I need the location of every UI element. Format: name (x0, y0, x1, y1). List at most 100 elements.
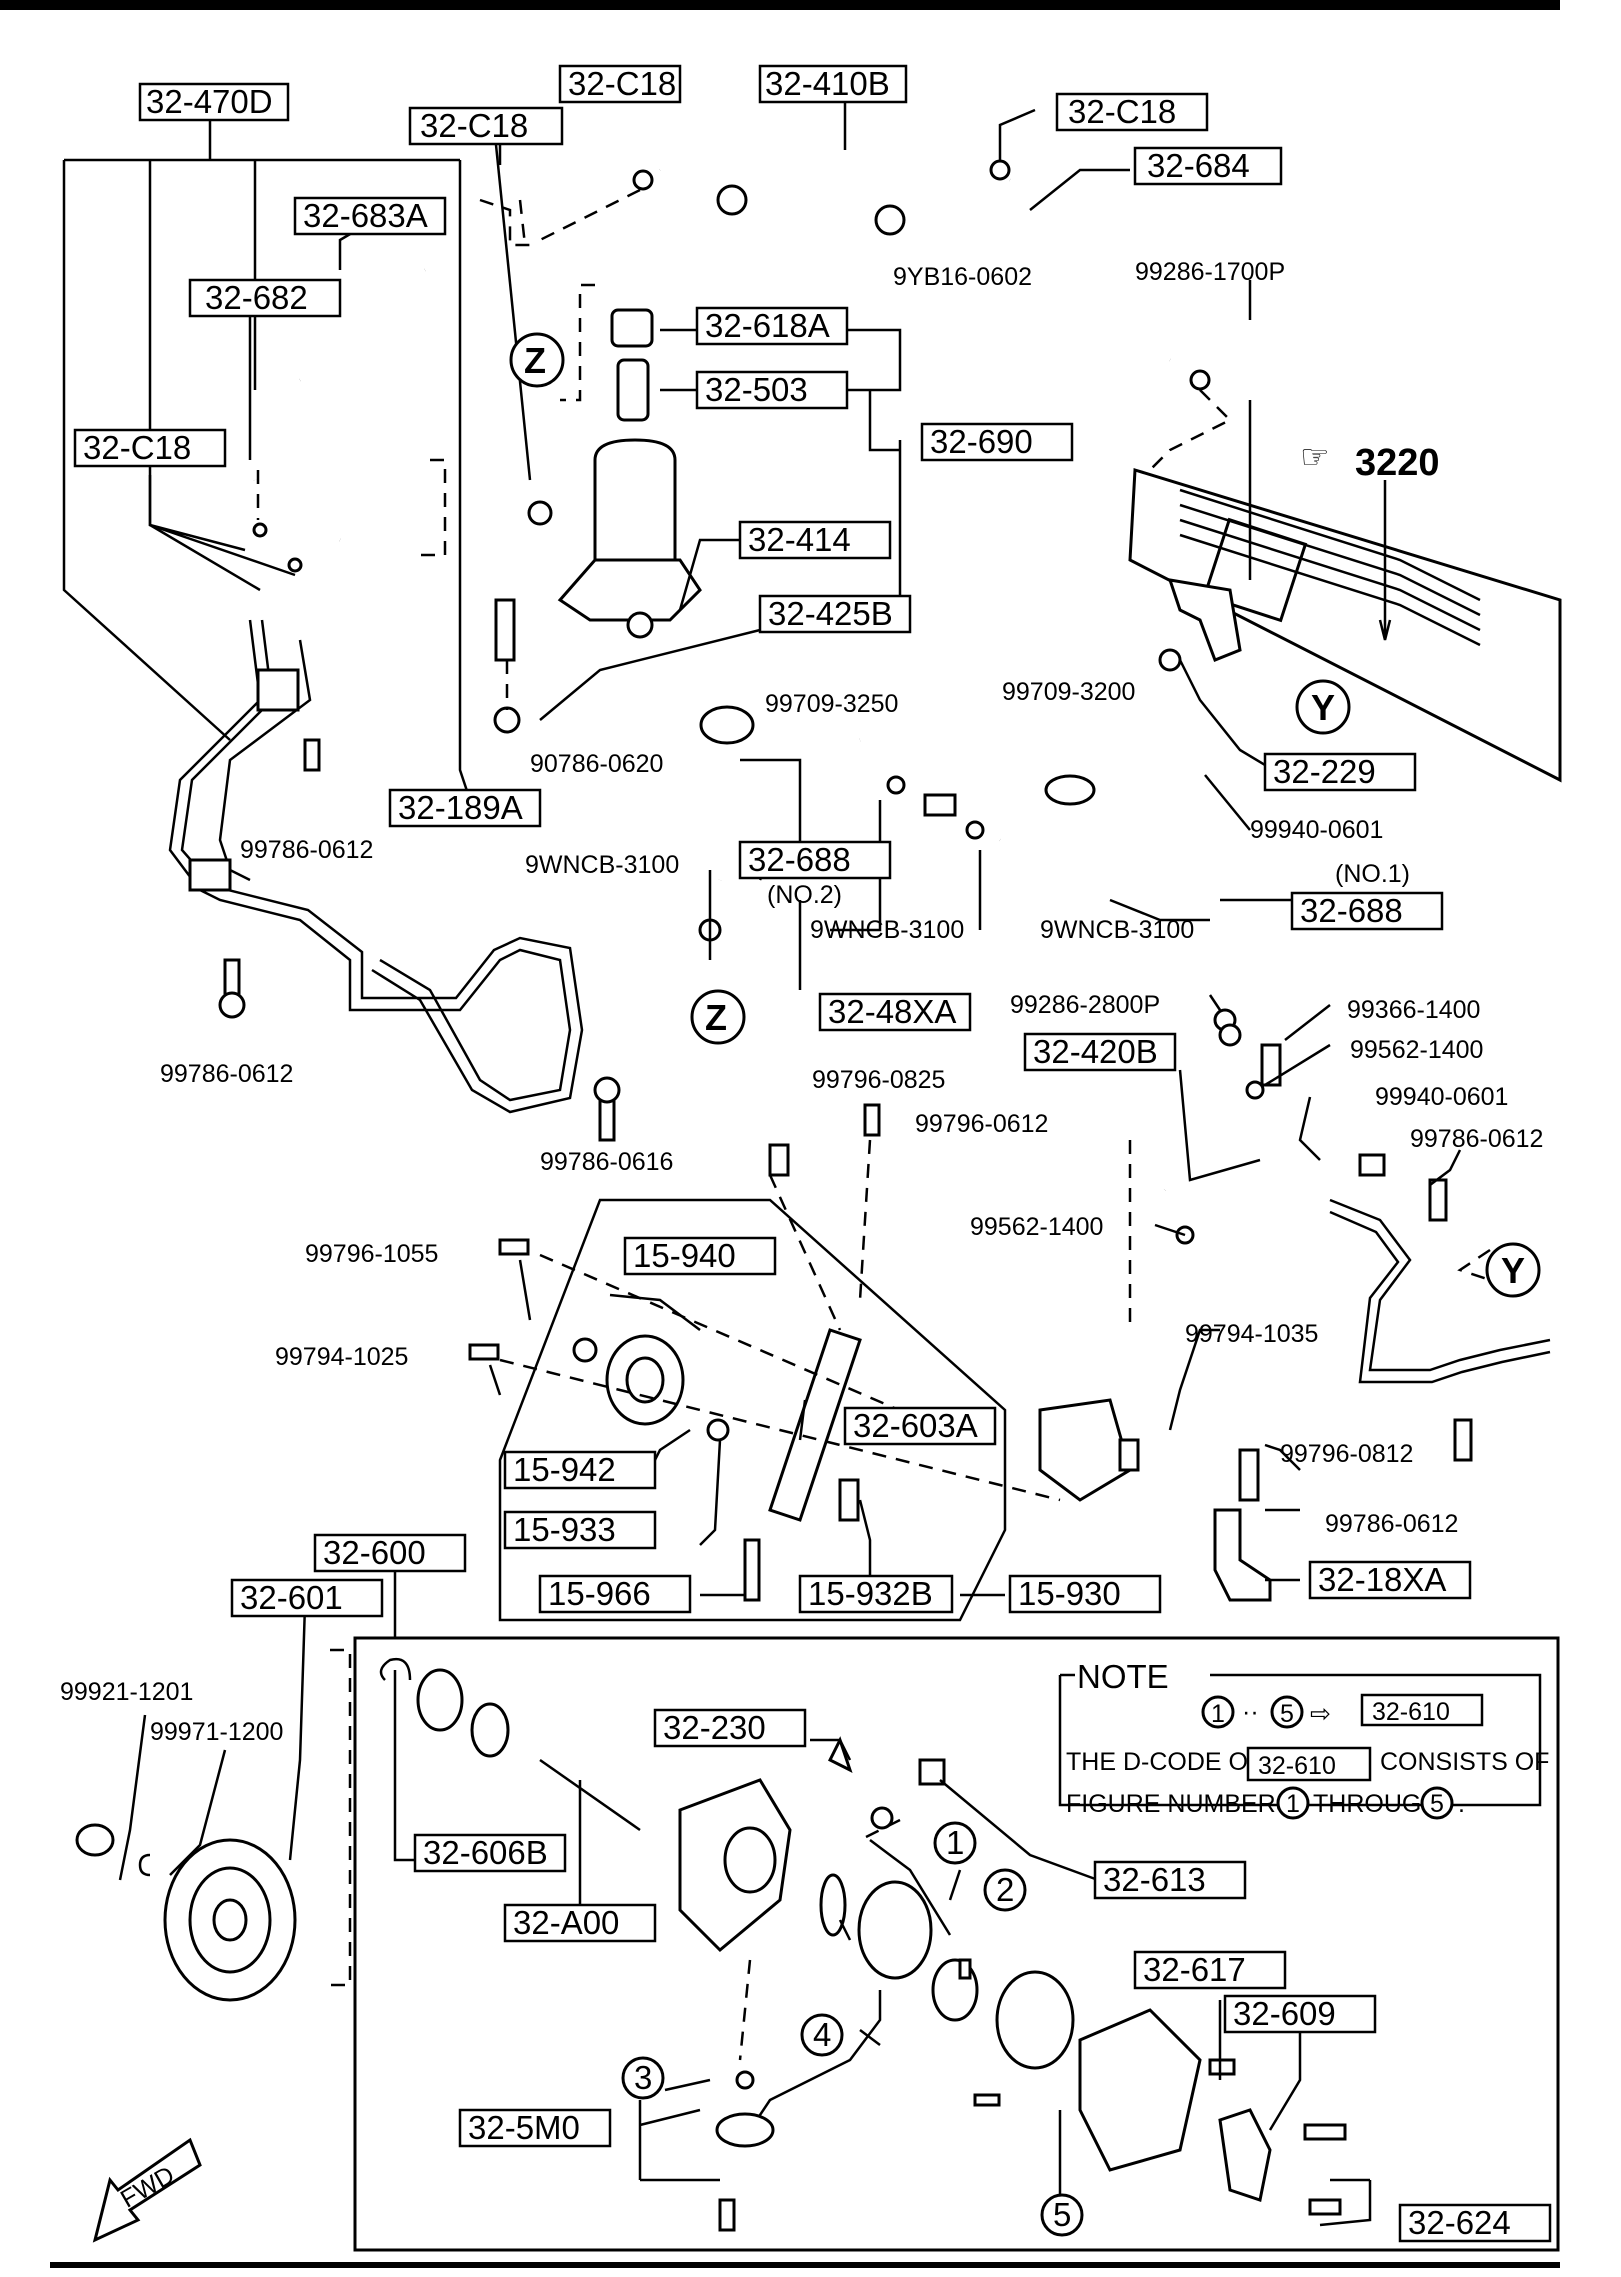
partno-no1: (NO.1) (1335, 860, 1410, 888)
label-32-425B: 32-425B (768, 595, 893, 632)
boxed-labels: 32-470D 32-C18 32-C18 32-410B 32-C18 32-… (73, 64, 1552, 2243)
note-title: NOTE (1077, 1658, 1169, 1695)
partno-99796-1055: 99796-1055 (305, 1240, 438, 1268)
note-range-from: 1 (1211, 1700, 1225, 1728)
label-15-942: 15-942 (513, 1451, 616, 1488)
reservoir-assembly (493, 283, 702, 734)
label-32-420B: 32-420B (1033, 1033, 1158, 1070)
note-box: NOTE 1 ·· 5 ⇨ 32-610 THE D-CODE OF 32-61… (1058, 1658, 1549, 1820)
label-32-609: 32-609 (1233, 1995, 1336, 2032)
label-32-229: 32-229 (1273, 753, 1376, 790)
markers: Z Z Y Y 1 2 3 4 5 (509, 332, 1541, 2237)
label-15-966: 15-966 (548, 1575, 651, 1612)
note-line2-from: 1 (1286, 1790, 1300, 1818)
label-32-688-b: 32-688 (1300, 892, 1403, 929)
marker-z-2: Z (705, 997, 727, 1038)
label-32-C18-b: 32-C18 (420, 107, 528, 144)
partno-99562-1400-a: 99562-1400 (1350, 1036, 1483, 1064)
label-15-930: 15-930 (1018, 1575, 1121, 1612)
partno-9WNCB-3100-b: 9WNCB-3100 (810, 916, 964, 944)
reference-icon: ☞ (1300, 438, 1330, 475)
note-line1-pre: THE D-CODE OF (1066, 1748, 1263, 1776)
marker-y-1: Y (1311, 687, 1335, 728)
steering-gear (1128, 468, 1562, 783)
bottom-border (50, 2262, 1560, 2268)
label-32-410B: 32-410B (765, 65, 890, 102)
label-32-189A: 32-189A (398, 789, 523, 826)
partno-99709-3200: 99709-3200 (1002, 678, 1135, 706)
partno-99286-1700P: 99286-1700P (1135, 258, 1285, 286)
partno-99562-1400-b: 99562-1400 (970, 1213, 1103, 1241)
partno-99971-1200: 99971-1200 (150, 1718, 283, 1746)
label-32-606B: 32-606B (423, 1834, 548, 1871)
pressure-hose-420B (1128, 1023, 1551, 1462)
partno-90786-0620: 90786-0620 (530, 750, 663, 778)
label-32-18XA: 32-18XA (1318, 1561, 1446, 1598)
label-3220: 3220 (1355, 442, 1440, 484)
label-32-603A: 32-603A (853, 1407, 978, 1444)
fwd-arrow-icon: FWD (92, 2137, 202, 2243)
top-border (0, 0, 1560, 10)
part-numbers: 9YB16-0602 99286-1700P 99709-3250 99709-… (60, 258, 1543, 1746)
marker-5: 5 (1053, 2196, 1071, 2233)
note-line1-code: 32-610 (1258, 1752, 1336, 1780)
note-line2-pre: FIGURE NUMBERS (1066, 1790, 1292, 1818)
note-range-to: 5 (1280, 1700, 1294, 1728)
label-32-601: 32-601 (240, 1579, 343, 1616)
label-32-600: 32-600 (323, 1534, 426, 1571)
label-15-940: 15-940 (633, 1237, 736, 1274)
marker-z-1: Z (524, 340, 546, 381)
bracket-group-15-930 (468, 1103, 1140, 1622)
label-32-414: 32-414 (748, 521, 851, 558)
label-15-933: 15-933 (513, 1511, 616, 1548)
partno-99796-0825: 99796-0825 (812, 1066, 945, 1094)
partno-99786-0612-d: 99786-0612 (1325, 1510, 1458, 1538)
note-ref-code: 32-610 (1372, 1698, 1450, 1726)
note-arrow-icon: ⇨ (1310, 1700, 1331, 1728)
partno-99786-0616: 99786-0616 (540, 1148, 673, 1176)
partno-99786-0612-a: 99786-0612 (240, 836, 373, 864)
partno-99286-2800P: 99286-2800P (1010, 991, 1160, 1019)
marker-4: 4 (813, 2016, 831, 2053)
partno-99796-0812: 99796-0812 (1280, 1440, 1413, 1468)
partno-99940-0601-b: 99940-0601 (1375, 1083, 1508, 1111)
partno-99366-1400: 99366-1400 (1347, 996, 1480, 1024)
note-line1-post: CONSISTS OF (1380, 1748, 1549, 1776)
partno-no2: (NO.2) (767, 881, 842, 909)
pipe-410B-group (518, 135, 1233, 471)
label-32-C18-c: 32-C18 (1068, 93, 1176, 130)
label-32-A00: 32-A00 (513, 1904, 619, 1941)
partno-99921-1201: 99921-1201 (60, 1678, 193, 1706)
note-line2-mid: THROUGH (1313, 1790, 1439, 1818)
label-32-682: 32-682 (205, 279, 308, 316)
partno-9WNCB-3100-a: 9WNCB-3100 (525, 851, 679, 879)
label-32-683A: 32-683A (303, 197, 428, 234)
label-32-688-a: 32-688 (748, 841, 851, 878)
label-32-690: 32-690 (930, 423, 1033, 460)
partno-99940-0601-a: 99940-0601 (1250, 816, 1383, 844)
note-line2-end: . (1458, 1790, 1465, 1818)
partno-99794-1025: 99794-1025 (275, 1343, 408, 1371)
pump-frame (353, 1636, 1560, 2252)
label-32-5M0: 32-5M0 (468, 2109, 580, 2146)
marker-2: 2 (996, 1871, 1014, 1908)
pump-box (353, 1636, 1560, 2252)
label-32-684: 32-684 (1147, 147, 1250, 184)
partno-99709-3250: 99709-3250 (765, 690, 898, 718)
label-32-C18-d: 32-C18 (83, 429, 191, 466)
partno-9WNCB-3100-c: 9WNCB-3100 (1040, 916, 1194, 944)
label-32-C18-a: 32-C18 (568, 65, 676, 102)
partno-99796-0612: 99796-0612 (915, 1110, 1048, 1138)
partno-99786-0612-c: 99786-0612 (1410, 1125, 1543, 1153)
label-32-617: 32-617 (1143, 1951, 1246, 1988)
bracket-18XA (1213, 1448, 1272, 1602)
label-32-230: 32-230 (663, 1709, 766, 1746)
note-line2-to: 5 (1430, 1790, 1444, 1818)
label-32-613: 32-613 (1103, 1861, 1206, 1898)
label-32-470D: 32-470D (146, 83, 273, 120)
partno-99794-1035: 99794-1035 (1185, 1320, 1318, 1348)
marker-y-2: Y (1501, 1250, 1525, 1291)
label-32-624: 32-624 (1408, 2204, 1511, 2241)
marker-1: 1 (946, 1824, 964, 1861)
